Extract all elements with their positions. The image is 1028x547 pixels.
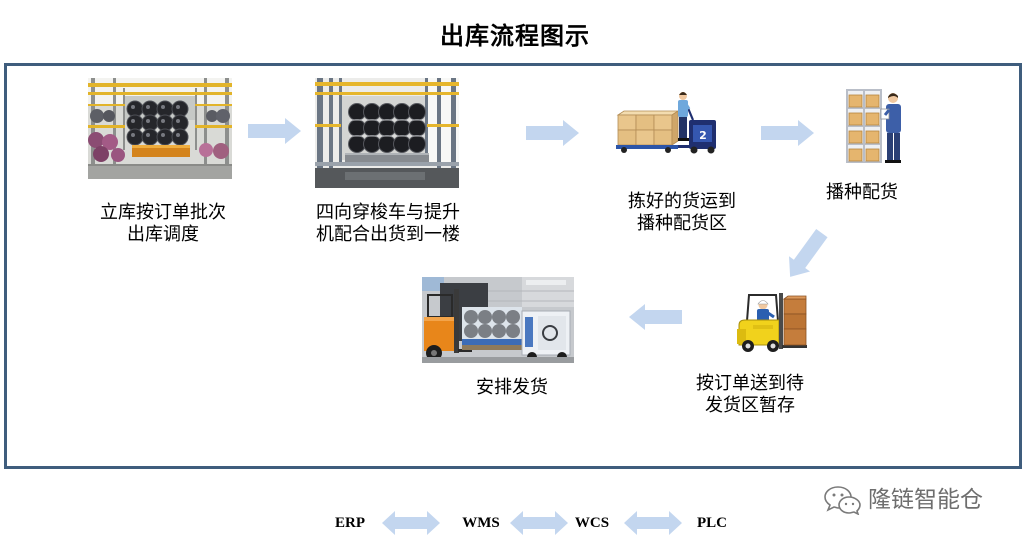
warehouse-floor: [88, 164, 232, 179]
black-wrapped-rolls: [126, 100, 189, 146]
warehouse-floor: [315, 168, 459, 188]
step-4-label-line-1: 播种配货: [826, 182, 898, 202]
step-2-label-line-1: 四向穿梭车与提升: [316, 202, 460, 222]
step-6-label: 安排发货: [452, 376, 572, 398]
side-rolls: [88, 109, 230, 162]
step-5-label-line-2: 发货区暂存: [705, 395, 795, 415]
shuttle-carrier: [132, 145, 190, 157]
step-2-label-line-2: 机配合出货到一楼: [316, 224, 460, 244]
step-3-label-line-2: 播种配货区: [637, 213, 727, 233]
wheels: [621, 146, 715, 154]
double-arrow-shape: [624, 511, 682, 535]
carton-stack: [616, 110, 680, 146]
yellow-rack-beams: [315, 82, 459, 127]
pallet-truck-body: 2: [689, 120, 716, 149]
forklift-with-cartons-illustration: [737, 293, 807, 352]
step-3-label: 拣好的货运到 播种配货区: [612, 190, 752, 234]
flow-arrow-right-icon: [526, 120, 579, 146]
rack-uprights: [91, 78, 229, 166]
watermark-text: 隆链智能仓: [868, 487, 983, 513]
system-wcs: WCS: [574, 515, 610, 531]
truck-handle: [686, 107, 695, 121]
wechat-eyes: [832, 493, 855, 506]
forklift-loading-truck-photo: [422, 277, 574, 363]
step-6-label-line-1: 安排发货: [476, 377, 548, 397]
shuttle-vehicle: [345, 153, 429, 162]
vehicle-number: 2: [699, 129, 707, 142]
worker: [880, 93, 901, 163]
driver: [757, 300, 775, 322]
blue-pallet: [616, 145, 690, 149]
step-5-label-line-1: 按订单送到待: [696, 373, 804, 393]
flow-arrow-right-icon: [248, 118, 301, 144]
diagram-title: 出库流程图示: [440, 24, 590, 50]
forklift-mast: [779, 293, 807, 349]
block-arrow-shape: [761, 120, 814, 146]
double-headed-arrow-icon: [624, 511, 682, 535]
step-4-label: 播种配货: [812, 181, 912, 203]
wechat-bubbles: [824, 486, 861, 515]
step-1-label-line-1: 立库按订单批次: [100, 202, 226, 222]
overhead-guard: [746, 294, 779, 322]
flow-arrow-left-icon: [629, 304, 682, 330]
step-2-label: 四向穿梭车与提升 机配合出货到一楼: [298, 201, 478, 245]
step-3-label-line-1: 拣好的货运到: [628, 191, 736, 211]
rail-beam: [315, 162, 459, 166]
system-plc: PLC: [697, 515, 727, 531]
four-way-shuttle-lift-photo: [315, 78, 459, 188]
system-wms: WMS: [462, 515, 500, 531]
cartons: [782, 295, 807, 346]
wheels: [742, 340, 779, 352]
block-arrow-shape: [526, 120, 579, 146]
step-1-label: 立库按订单批次 出库调度: [78, 201, 248, 245]
flow-arrow-down-left-icon: [789, 229, 828, 277]
flow-arrow-right-icon: [761, 120, 814, 146]
orange-forklift: [424, 289, 472, 361]
double-arrow-shape: [510, 511, 568, 535]
electric-pallet-truck-illustration: 2: [616, 92, 716, 154]
wrap-highlights: [349, 119, 425, 137]
process-frame: [4, 63, 1022, 469]
block-arrow-shape: [248, 118, 301, 144]
wrapped-roll-pallet: [462, 307, 522, 350]
block-arrow-shape: [629, 304, 682, 330]
ground: [422, 357, 574, 363]
double-headed-arrow-icon: [382, 511, 440, 535]
worker-at-shelf-illustration: [846, 89, 901, 163]
double-arrow-shape: [382, 511, 440, 535]
operator: [678, 92, 691, 141]
system-erp: ERP: [335, 515, 365, 531]
double-headed-arrow-icon: [510, 511, 568, 535]
roll-highlights: [131, 105, 180, 137]
step-5-label: 按订单送到待 发货区暂存: [680, 372, 820, 416]
stacker-rack-rolls-photo: [88, 78, 232, 179]
delivery-truck: [521, 310, 571, 362]
yellow-rack-beams: [88, 83, 232, 128]
black-wrapped-rolls: [348, 103, 426, 153]
wechat-icon: [824, 486, 861, 515]
block-arrow-shape: [789, 229, 828, 277]
shelf-cartons: [848, 94, 880, 162]
step-1-label-line-2: 出库调度: [127, 224, 199, 244]
